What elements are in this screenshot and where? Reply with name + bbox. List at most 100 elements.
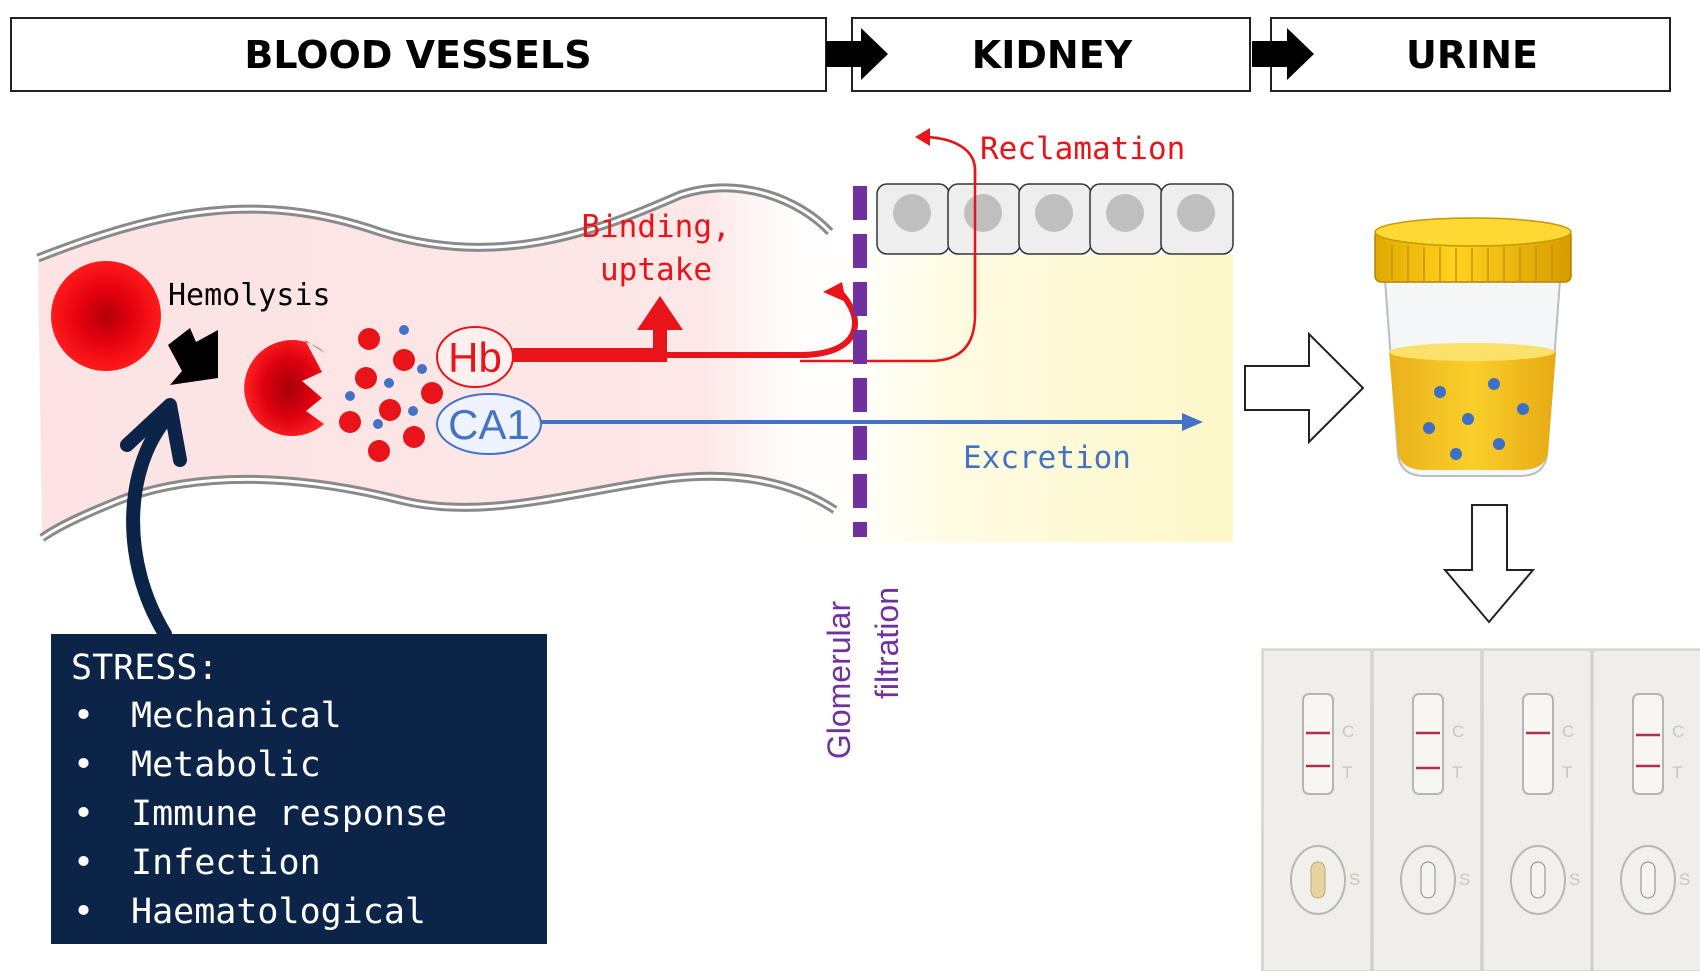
- test-cassette-1: C T S: [1262, 649, 1372, 971]
- tubule-cell-nucleus: [1106, 194, 1144, 232]
- container-lid-top: [1374, 217, 1572, 247]
- bullet-icon: •: [73, 696, 95, 736]
- glomerular-label-group-2: filtration: [869, 587, 905, 699]
- hb-particle: [368, 440, 390, 462]
- stress-list: •Mechanical •Metabolic •Immune response …: [71, 692, 547, 937]
- hb-label: Hb: [448, 334, 502, 381]
- excretion-arrowhead: [1182, 413, 1203, 431]
- urine-ca1-dot: [1450, 448, 1462, 460]
- urine-ca1-dot: [1434, 386, 1446, 398]
- stress-item: •Infection: [71, 839, 547, 888]
- stress-item-label: Mechanical: [131, 696, 342, 736]
- tubule-cell-nucleus: [1177, 194, 1215, 232]
- tubule-cell-nucleus: [893, 194, 931, 232]
- stress-item-label: Infection: [131, 843, 321, 883]
- bullet-icon: •: [73, 745, 95, 785]
- hb-particle: [379, 399, 401, 421]
- hemolysis-arrow: [168, 328, 218, 385]
- test-mark: T: [1672, 763, 1682, 782]
- stress-item: • Metabolic: [71, 741, 547, 790]
- header-arrow-1-head: [826, 28, 888, 80]
- reclamation-arrowhead: [915, 128, 930, 146]
- result-window: [1302, 693, 1334, 795]
- urine-liquid: [1389, 346, 1556, 470]
- hemolysis-label: Hemolysis: [168, 278, 331, 313]
- ca1-particle: [408, 406, 418, 416]
- sample-mark: S: [1569, 870, 1580, 889]
- tubule-cells: [876, 183, 1234, 255]
- binding-uptake-arrowhead: [637, 296, 683, 330]
- vessel-wall-bottom-inner: [41, 474, 836, 540]
- excretion-label: Excretion: [963, 440, 1131, 476]
- intact-red-blood-cell: [51, 261, 161, 371]
- sample-mark: S: [1459, 870, 1470, 889]
- header-box-blood-vessels: [10, 17, 827, 92]
- test-mark: T: [1342, 763, 1352, 782]
- hollow-arrow-down: [1442, 504, 1536, 624]
- control-mark: C: [1562, 722, 1574, 741]
- stress-item-label: Immune response: [131, 794, 448, 834]
- lysed-red-blood-cell: [244, 340, 325, 437]
- header-row: BLOOD VESSELS KIDNEY URINE: [10, 17, 1671, 92]
- binding-label-line1: Binding,: [581, 209, 730, 245]
- ca1-particle: [384, 378, 394, 388]
- stress-item: • Immune response: [71, 790, 547, 839]
- glomerular-label-group: Glomerular: [821, 601, 857, 760]
- control-mark: C: [1452, 722, 1464, 741]
- header-arrow-2-head: [1252, 28, 1314, 80]
- hb-glomerular-arrowhead: [823, 282, 846, 302]
- tubule-cell-nucleus: [1035, 194, 1073, 232]
- control-mark: C: [1672, 722, 1684, 741]
- ca1-particle: [417, 364, 427, 374]
- sample-mark: S: [1349, 870, 1360, 889]
- stress-item: • Mechanical: [71, 692, 547, 741]
- hb-particle: [393, 349, 415, 371]
- stress-item-label: Metabolic: [131, 745, 321, 785]
- test-cassette-4: C T S: [1592, 649, 1700, 971]
- stress-item-label: Haematological: [131, 892, 427, 932]
- ca1-label: CA1: [448, 401, 530, 448]
- sample-mark: S: [1679, 870, 1690, 889]
- bullet-icon: •: [73, 794, 95, 834]
- glomerular-label-line2: filtration: [869, 587, 905, 699]
- stress-box: STRESS: • Mechanical • Metabolic • Immune r…: [51, 634, 547, 944]
- urine-container: [1374, 217, 1572, 477]
- test-mark: T: [1562, 763, 1572, 782]
- binding-label-line2: uptake: [600, 252, 712, 288]
- ca1-particle: [373, 419, 383, 429]
- control-mark: C: [1342, 722, 1354, 741]
- hollow-arrow-right: [1244, 331, 1365, 445]
- urine-ca1-dot: [1423, 422, 1435, 434]
- ca1-particle: [399, 325, 409, 335]
- test-cassette-2: C T S: [1372, 649, 1482, 971]
- hb-particle: [358, 328, 380, 350]
- hb-glomerular-curve: [660, 287, 858, 358]
- hb-particle: [403, 426, 425, 448]
- header-urine: URINE: [1406, 33, 1538, 77]
- urine-ca1-dot: [1488, 378, 1500, 390]
- urine-ca1-dot: [1517, 403, 1529, 415]
- header-blood-vessels: BLOOD VESSELS: [244, 33, 591, 77]
- vessel-wall-top-inner: [37, 186, 832, 260]
- lid-ridges: [1391, 245, 1553, 282]
- result-window: [1632, 693, 1664, 795]
- result-window: [1522, 693, 1554, 795]
- stress-item: •Haematological: [71, 888, 547, 937]
- hb-particle: [339, 411, 361, 433]
- test-cassette-3: C T S: [1482, 649, 1592, 971]
- tubule-cell-nucleus: [964, 194, 1002, 232]
- urine-surface: [1389, 343, 1555, 361]
- reclamation-label: Reclamation: [980, 131, 1185, 167]
- stress-arrow-shaft: [126, 413, 172, 641]
- urine-ca1-dot: [1462, 413, 1474, 425]
- stress-arrowhead: [120, 398, 187, 467]
- header-kidney: KIDNEY: [972, 33, 1133, 77]
- stress-title: STRESS:: [71, 648, 219, 688]
- result-window: [1412, 693, 1444, 795]
- reclamation-overlay: [924, 135, 977, 315]
- released-particles: [339, 325, 443, 462]
- header-box-kidney: [851, 17, 1251, 92]
- test-strips: C T S C T S C T S: [1261, 648, 1700, 971]
- glomerular-label-line1: Glomerular: [821, 601, 857, 760]
